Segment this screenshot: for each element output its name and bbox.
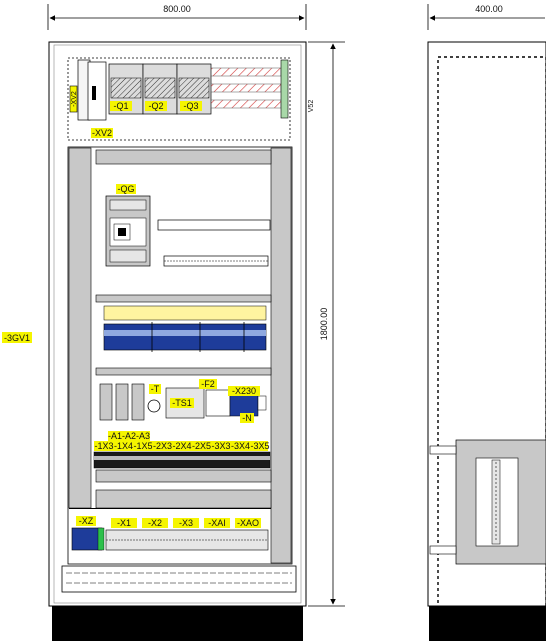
bottom_terminals-label-4: -XAO <box>237 518 259 528</box>
rail-label: -XV2 <box>92 128 112 138</box>
bottom-terminal-strip <box>71 527 269 551</box>
row_terminals-label-1: -1X4 <box>114 441 133 451</box>
x230-label: -X230 <box>232 386 256 396</box>
middle-duct <box>157 219 271 267</box>
height-dimension: 1800.00 <box>308 41 345 607</box>
main-breaker-label: -QG <box>118 184 135 194</box>
terminal-row-1 <box>103 305 267 352</box>
front-width-dimension: 800.00 <box>47 4 307 30</box>
breaker-label-q2: -Q2 <box>148 101 163 111</box>
row_terminals-label-6: -3X3 <box>211 441 230 451</box>
side-width-dimension: 400.00 <box>427 4 545 30</box>
relay-label: -T <box>151 384 160 394</box>
height-label: 1800.00 <box>319 308 329 341</box>
busbars <box>210 67 282 109</box>
row_terminals-label-5: -2X5 <box>192 441 211 451</box>
bottom_terminals-label-3: -XAI <box>208 518 226 528</box>
row_terminals-label-7: -3X4 <box>231 441 250 451</box>
breaker-label-q1: -Q1 <box>113 101 128 111</box>
row-terminal-labels: -1X3-1X4-1X5-2X3-2X4-2X5-3X3-3X4-3X5 <box>94 441 269 451</box>
bottom-terminal-labels: -X1 -X2 -X3 -XAI -XAO <box>111 518 261 528</box>
group-a-label: -A1-A2-A3 <box>108 431 150 441</box>
front-labels: -3GV1 -XV2 -XV2 -Q1 -Q2 -Q3 V52 -QG -F2 … <box>2 91 315 451</box>
row_terminals-label-4: -2X4 <box>172 441 191 451</box>
side-cabinet <box>427 41 546 641</box>
n-label: -N <box>242 413 252 423</box>
bottom_terminals-label-2: -X3 <box>179 518 193 528</box>
breaker-label-q3: -Q3 <box>183 101 198 111</box>
side-width-label: 400.00 <box>475 4 503 14</box>
xz-label: -XZ <box>79 516 94 526</box>
main-breaker-qg <box>105 195 151 267</box>
row_terminals-label-8: -3X5 <box>250 441 269 451</box>
bottom_terminals-label-1: -X2 <box>148 518 162 528</box>
terminal-row-3 <box>93 451 271 469</box>
transformer-label: -TS1 <box>172 398 192 408</box>
gland-plate <box>61 565 297 593</box>
front-width-label: 800.00 <box>163 4 191 14</box>
row_terminals-label-3: -2X3 <box>153 441 172 451</box>
mounting-plate <box>67 146 293 565</box>
terminal-vert-label: -XV2 <box>71 91 78 107</box>
front-plinth <box>52 606 303 641</box>
fuse-label: -F2 <box>201 379 215 389</box>
bottom-labels: -XZ <box>76 516 96 526</box>
row_terminals-label-0: -1X3 <box>94 441 113 451</box>
row_terminals-label-2: -1X5 <box>133 441 152 451</box>
bottom_terminals-label-0: -X1 <box>117 518 131 528</box>
side-tag-label: V52 <box>308 100 315 113</box>
panel-label: -3GV1 <box>4 333 30 343</box>
side-plinth <box>429 606 546 641</box>
